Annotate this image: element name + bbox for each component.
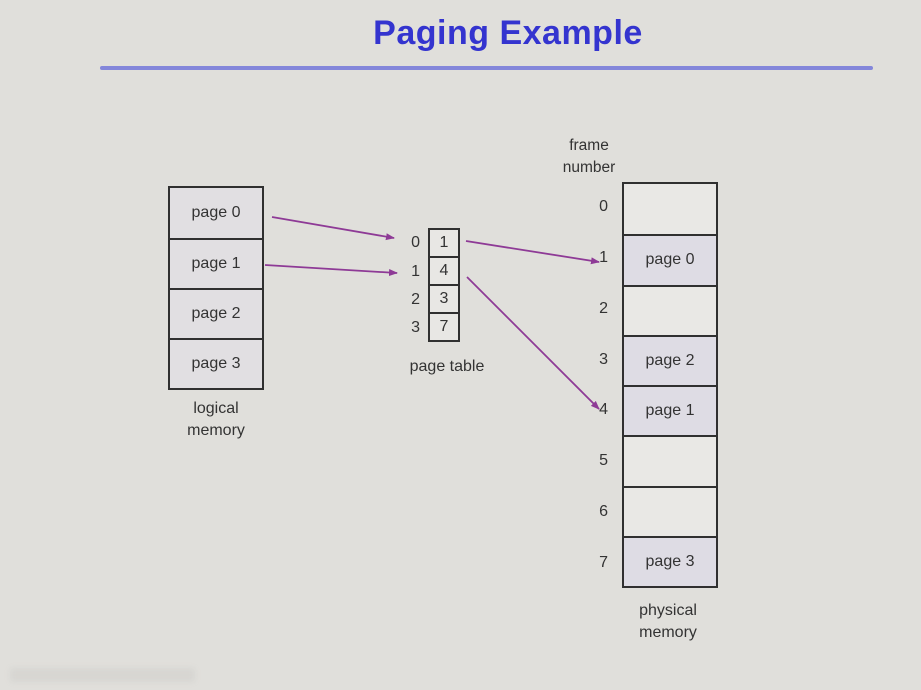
physical-frame: page 0 (624, 234, 716, 285)
physical-frame (624, 184, 716, 235)
physical-frame: page 2 (624, 334, 716, 385)
logical-memory-cell: page 0 (170, 188, 262, 238)
physical-memory-label: physical memory (639, 602, 697, 641)
frame-content: page 3 (645, 552, 695, 570)
frame-number: 6 (599, 502, 608, 520)
frame-number-column: 0 1 2 3 4 5 6 7 (556, 182, 614, 588)
frame-number: 2 (599, 299, 608, 317)
page-table-label: page table (409, 358, 485, 375)
physical-memory-column: page 0 page 2 page 1 page 3 (622, 182, 718, 588)
page-table-row: 1 4 (394, 256, 460, 286)
page-title: Paging Example (373, 14, 643, 52)
title-underline (100, 66, 873, 70)
page-table-index: 2 (411, 291, 420, 308)
page-table-cell: 7 (428, 312, 460, 342)
logical-page-label: page 3 (191, 355, 241, 372)
page-table-cell: 1 (428, 228, 460, 258)
frame-number-header: frame number (562, 137, 616, 176)
logical-page-label: page 0 (191, 204, 241, 221)
frame-number: 5 (599, 452, 608, 470)
logical-page-label: page 1 (191, 255, 241, 272)
frame-number: 4 (599, 401, 608, 419)
logical-memory-cell: page 1 (170, 238, 262, 288)
frame-content: page 1 (645, 402, 695, 420)
page-table-row: 0 1 (394, 228, 460, 258)
page-table-row: 2 3 (394, 284, 460, 314)
logical-memory-cell: page 2 (170, 288, 262, 338)
physical-frame (624, 485, 716, 536)
page-table-cell: 4 (428, 256, 460, 286)
page-table-index: 0 (411, 234, 420, 251)
physical-frame: page 1 (624, 385, 716, 436)
page-table-row: 3 7 (394, 312, 460, 342)
frame-number: 7 (599, 553, 608, 571)
logical-page-label: page 2 (191, 305, 241, 322)
physical-memory: 0 1 2 3 4 5 6 7 page 0 page 2 page 1 pag… (556, 182, 718, 588)
logical-memory-column: page 0 page 1 page 2 page 3 (168, 186, 264, 390)
frame-number: 1 (599, 249, 608, 267)
frame-number: 0 (599, 198, 608, 216)
watermark (10, 668, 195, 682)
frame-content: page 2 (645, 351, 695, 369)
page-table-index: 1 (411, 263, 420, 280)
page-table-index: 3 (411, 319, 420, 336)
page-table: 0 1 1 4 2 3 3 7 (394, 228, 460, 342)
physical-frame (624, 284, 716, 335)
physical-frame: page 3 (624, 535, 716, 586)
arrow-page0-to-pt0 (271, 216, 395, 241)
arrow-page1-to-pt1 (264, 264, 398, 277)
logical-memory-cell: page 3 (170, 338, 262, 388)
frame-number: 3 (599, 350, 608, 368)
frame-content: page 0 (645, 251, 695, 269)
physical-frame (624, 435, 716, 486)
logical-memory-label: logical memory (187, 400, 245, 439)
page-table-cell: 3 (428, 284, 460, 314)
